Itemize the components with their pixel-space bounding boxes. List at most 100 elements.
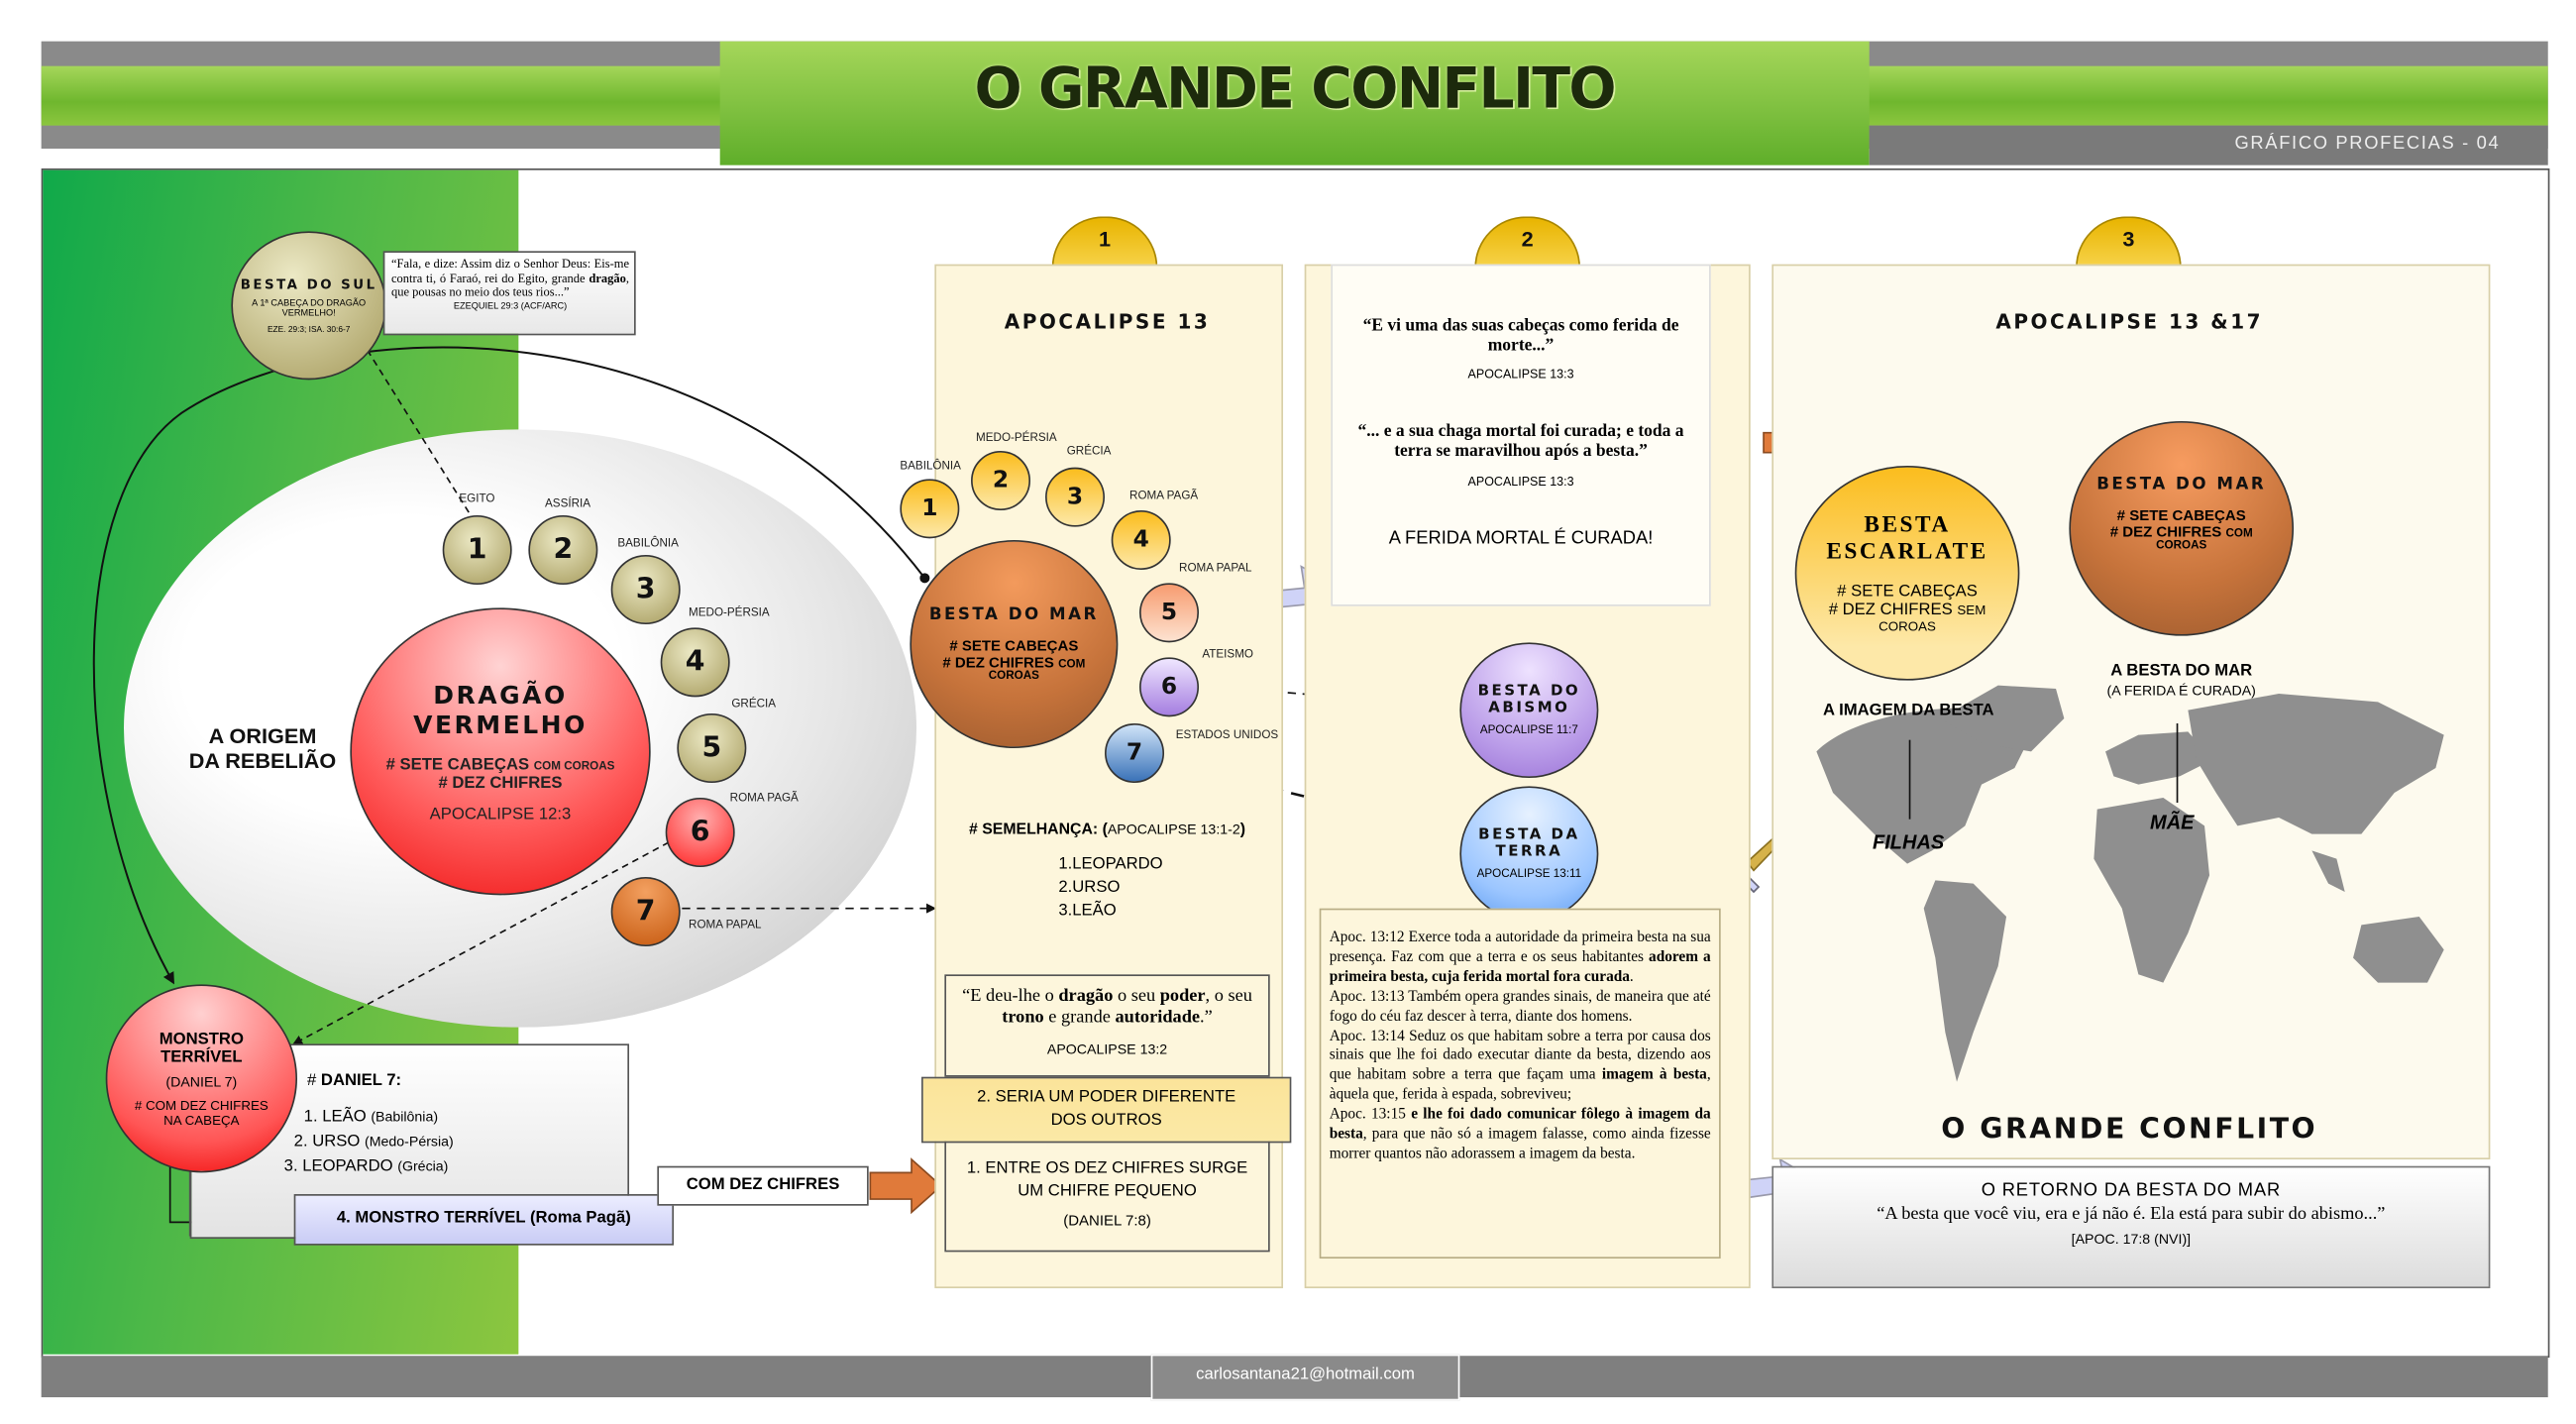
dragon-head-2: 2 bbox=[528, 515, 598, 586]
terra-ref: APOCALIPSE 13:11 bbox=[1476, 868, 1582, 881]
dragao-line2: # DEZ CHIFRES bbox=[438, 773, 563, 793]
dragon-head-1: 1 bbox=[442, 515, 512, 586]
ferida-q2: “... e a sua chaga mortal foi curada; e … bbox=[1357, 422, 1684, 462]
head-number: 7 bbox=[1126, 739, 1143, 767]
semelhanca: # SEMELHANÇA: (APOCALIPSE 13:1-2) bbox=[934, 821, 1279, 838]
head-number: 1 bbox=[467, 533, 487, 567]
head-label: ESTADOS UNIDOS bbox=[1175, 729, 1279, 742]
monstro-title2: TERRÍVEL bbox=[161, 1047, 243, 1066]
head-label: MEDO-PÉRSIA bbox=[976, 432, 1057, 445]
dragao-circle: DRAGÃO VERMELHO # SETE CABEÇAS COM COROA… bbox=[350, 607, 651, 896]
besta-escarlate-circle: BESTA ESCARLATE # SETE CABEÇAS # DEZ CHI… bbox=[1794, 466, 2020, 681]
head-number: 3 bbox=[1066, 484, 1084, 511]
beast-head-7: 7 bbox=[1105, 723, 1165, 784]
verse-ref: Apoc. 13:13 bbox=[1329, 987, 1405, 1004]
verse-ref: Apoc. 13:15 bbox=[1329, 1105, 1406, 1122]
semelhanca-close: ) bbox=[1239, 821, 1246, 839]
mar3-line2: # DEZ CHIFRES bbox=[2109, 523, 2222, 541]
head-label: ROMA PAPAL bbox=[689, 920, 762, 932]
besta-do-mar-circle: BESTA DO MAR # SETE CABEÇAS # DEZ CHIFRE… bbox=[910, 540, 1119, 749]
semelhanca-title: # SEMELHANÇA: ( bbox=[968, 821, 1108, 839]
verse-text: Seduz os que habitam sobre a terra por c… bbox=[1329, 1026, 1711, 1083]
q-b2: poder bbox=[1159, 986, 1206, 1007]
retorno-title: O RETORNO DA BESTA DO MAR bbox=[1981, 1180, 2282, 1201]
beast-head-6: 6 bbox=[1139, 657, 1200, 717]
com-dez-chifres-box: COM DEZ CHIFRES bbox=[657, 1165, 869, 1206]
origem-label: A ORIGEM DA REBELIÃO bbox=[188, 723, 337, 774]
beast-head-4: 4 bbox=[1111, 510, 1171, 571]
verse-bold: adorem a primeira besta, cuja ferida mor… bbox=[1329, 947, 1711, 985]
head-label: GRÉCIA bbox=[731, 699, 777, 711]
head-label: BABILÔNIA bbox=[900, 461, 961, 473]
retorno-quote: “A besta que você viu, era e já não é. E… bbox=[1877, 1204, 2386, 1225]
besta-do-sul-line1: A 1ª CABEÇA DO DRAGÃO bbox=[252, 297, 367, 308]
head-number: 5 bbox=[701, 731, 722, 765]
q-b1: dragão bbox=[1058, 986, 1114, 1007]
retorno-ref: [APOC. 17:8 (NVI)] bbox=[2071, 1230, 2192, 1248]
apoc-13-2-quote: “E deu-lhe o dragão o seu poder, o seu t… bbox=[944, 974, 1270, 1077]
grande-conflito-label: O GRANDE CONFLITO bbox=[1941, 1113, 2318, 1147]
verse: Apoc. 13:12 Exerce toda a autoridade da … bbox=[1330, 929, 1711, 988]
poder-diferente-box: 2. SERIA UM PODER DIFERENTE DOS OUTROS bbox=[921, 1076, 1292, 1144]
verse: Apoc. 13:14 Seduz os que habitam sobre a… bbox=[1330, 1027, 1711, 1105]
verse: Apoc. 13:13 Também opera grandes sinais,… bbox=[1330, 987, 1711, 1027]
besta-mar-line3: COROAS bbox=[988, 670, 1039, 683]
daniel-item: 1. LEÃO (Babilônia) bbox=[284, 1105, 454, 1130]
q-ref: APOCALIPSE 13:2 bbox=[1046, 1041, 1168, 1057]
footer-email[interactable]: carlosantana21@hotmail.com bbox=[1150, 1354, 1460, 1401]
mar3-line2-small: COM bbox=[2225, 528, 2253, 541]
q-b3: trono bbox=[1002, 1007, 1044, 1028]
daniel-item-main: 1. LEÃO bbox=[303, 1108, 367, 1127]
chifre-text: 1. ENTRE OS DEZ CHIFRES SURGE UM CHIFRE … bbox=[966, 1159, 1248, 1201]
dragon-head-7: 7 bbox=[610, 877, 681, 947]
daniel-title: DANIEL 7: bbox=[320, 1071, 402, 1091]
quote-bold: dragão bbox=[589, 270, 626, 285]
monstro-ref: (DANIEL 7) bbox=[165, 1072, 238, 1090]
ferida-label: (A FERIDA É CURADA) bbox=[2106, 682, 2256, 700]
q-t1: “E deu-lhe o bbox=[962, 986, 1059, 1007]
head-number: 6 bbox=[690, 816, 710, 849]
verse-bold: imagem à besta bbox=[1601, 1065, 1707, 1083]
monstro-title1: MONSTRO bbox=[159, 1030, 244, 1048]
panel1-title: APOCALIPSE 13 bbox=[1004, 310, 1211, 334]
head-number: 2 bbox=[992, 467, 1010, 494]
besta-do-sul-title: BESTA DO SUL bbox=[240, 276, 377, 292]
head-label: EGITO bbox=[459, 493, 495, 506]
head-number: 6 bbox=[1160, 674, 1178, 701]
header-center bbox=[719, 41, 1870, 165]
beast-head-1: 1 bbox=[900, 479, 960, 539]
abismo-title2: ABISMO bbox=[1488, 700, 1570, 717]
escarlate-title1: BESTA bbox=[1864, 512, 1951, 538]
q-t5: .” bbox=[1200, 1007, 1213, 1028]
daniel-item-main: 2. URSO bbox=[293, 1133, 361, 1151]
escarlate-line1: # SETE CABEÇAS bbox=[1837, 582, 1978, 601]
semelhanca-item: 3.LEÃO bbox=[1058, 902, 1117, 921]
verse: Apoc. 13:15 e lhe foi dado comunicar fôl… bbox=[1330, 1105, 1711, 1164]
verse-end: , àquela que, ferida à espada, sobrevive… bbox=[1329, 1065, 1711, 1103]
daniel-hash: # bbox=[307, 1071, 321, 1091]
q-t2: o seu bbox=[1113, 986, 1160, 1007]
head-label: ATEISMO bbox=[1202, 649, 1253, 661]
arrow-to-chifre bbox=[869, 1157, 943, 1215]
head-label: ASSÍRIA bbox=[545, 498, 591, 511]
monstro-line1: # COM DEZ CHIFRES bbox=[134, 1097, 268, 1113]
monstro-terrivel-box: 4. MONSTRO TERRÍVEL (Roma Pagã) bbox=[293, 1194, 675, 1246]
ferida-curada: A FERIDA MORTAL É CURADA! bbox=[1388, 528, 1654, 549]
dragon-head-6: 6 bbox=[665, 798, 735, 868]
page-subtitle: GRÁFICO PROFECIAS - 04 bbox=[2234, 134, 2501, 155]
head-label: BABILÔNIA bbox=[617, 538, 679, 551]
daniel-item-sub: (Grécia) bbox=[397, 1157, 449, 1175]
escarlate-title2: ESCARLATE bbox=[1826, 539, 1988, 565]
curve-arrow bbox=[92, 346, 926, 985]
besta-do-sul-ref: EZE. 29:3; ISA. 30:6-7 bbox=[267, 324, 351, 335]
besta-abismo-circle: BESTA DO ABISMO APOCALIPSE 11:7 bbox=[1459, 642, 1599, 779]
head-number: 4 bbox=[685, 645, 705, 680]
quote-text-end: , que pousas no meio dos teus rios...” bbox=[391, 270, 630, 299]
escarlate-line2: # DEZ CHIFRES bbox=[1828, 600, 1953, 619]
head-label: ROMA PAGÃ bbox=[1129, 491, 1199, 502]
terra-title1: BESTA DA bbox=[1478, 827, 1580, 844]
filhas-label: FILHAS bbox=[1873, 830, 1945, 854]
semelhanca-ref: APOCALIPSE 13:1-2 bbox=[1107, 821, 1240, 838]
head-number: 4 bbox=[1132, 526, 1149, 554]
ferida-q1: “E vi uma das suas cabeças como ferida d… bbox=[1362, 317, 1679, 356]
